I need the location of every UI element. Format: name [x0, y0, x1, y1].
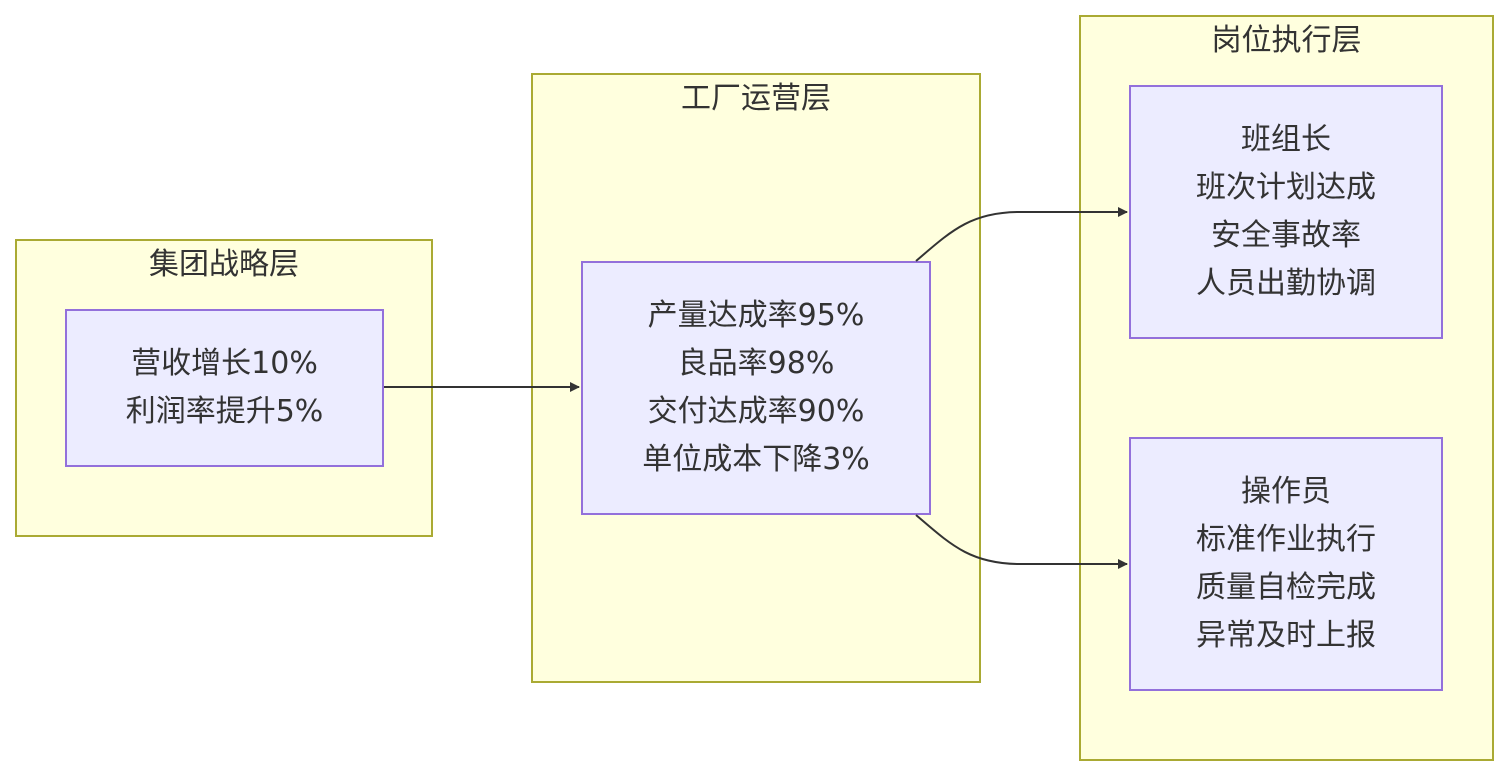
node-group-kpi: 营收增长10% 利润率提升5% — [65, 309, 384, 467]
node-team-leader-line-2: 班次计划达成 — [1196, 170, 1376, 205]
node-operator-line-1: 操作员 — [1241, 474, 1331, 509]
cluster-title-factory-operations: 工厂运营层 — [681, 81, 831, 116]
node-factory-kpi: 产量达成率95% 良品率98% 交付达成率90% 单位成本下降3% — [581, 261, 931, 515]
node-factory-kpi-line-1: 产量达成率95% — [647, 298, 865, 333]
cluster-title-post-execution: 岗位执行层 — [1211, 23, 1362, 58]
node-operator-line-3: 质量自检完成 — [1196, 570, 1376, 605]
node-team-leader-line-3: 安全事故率 — [1211, 218, 1361, 253]
node-factory-kpi-line-3: 交付达成率90% — [647, 394, 865, 429]
node-group-kpi-line-2: 利润率提升5% — [125, 394, 324, 429]
node-team-leader-line-1: 班组长 — [1241, 122, 1331, 157]
node-operator: 操作员 标准作业执行 质量自检完成 异常及时上报 — [1129, 437, 1443, 691]
node-factory-kpi-line-2: 良品率98% — [677, 346, 835, 381]
node-operator-line-2: 标准作业执行 — [1196, 522, 1376, 557]
node-team-leader-line-4: 人员出勤协调 — [1196, 266, 1376, 301]
node-factory-kpi-line-4: 单位成本下降3% — [642, 442, 870, 477]
node-group-kpi-line-1: 营收增长10% — [131, 346, 318, 381]
node-team-leader: 班组长 班次计划达成 安全事故率 人员出勤协调 — [1129, 85, 1443, 339]
node-operator-line-4: 异常及时上报 — [1196, 618, 1376, 653]
cluster-title-group-strategy: 集团战略层 — [149, 247, 299, 282]
